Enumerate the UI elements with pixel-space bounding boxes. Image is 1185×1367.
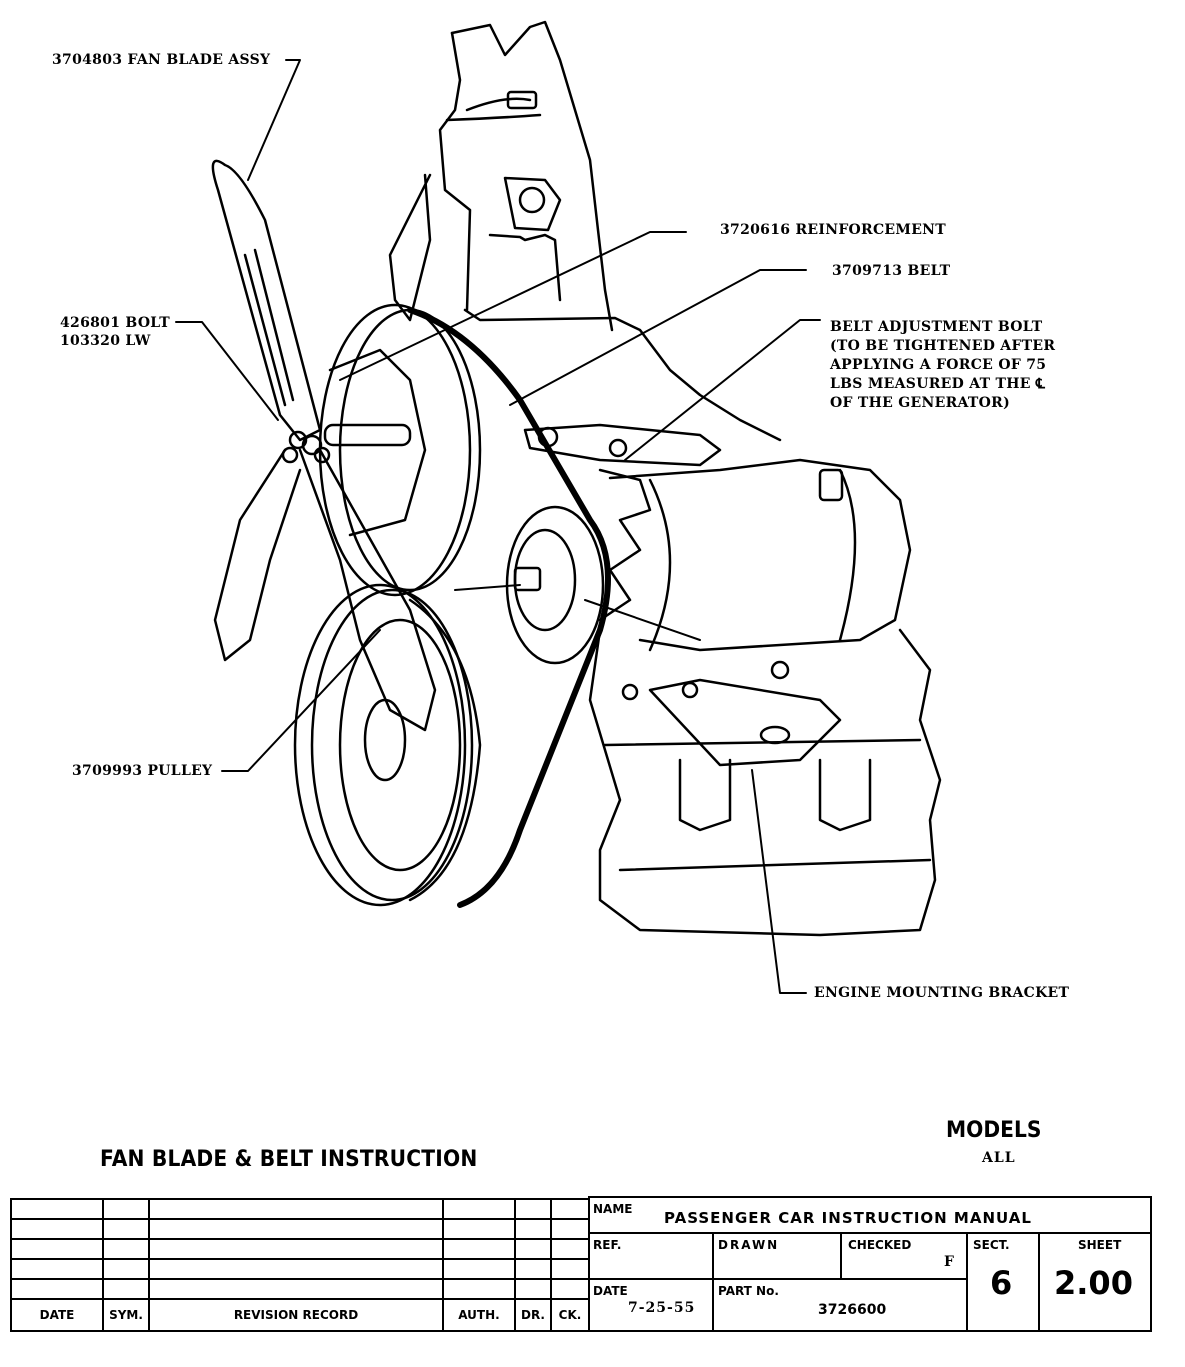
ref-label: REF. [593, 1238, 622, 1252]
belt-adjust-line-3: APPLYING A FORCE OF 75 [830, 357, 1047, 373]
revision-row [10, 1258, 590, 1280]
drive-belt [407, 307, 611, 908]
callout-pulley: 3709993 PULLEY [72, 763, 213, 779]
engine-fan-belt-drawing [175, 20, 942, 994]
drawn-label: DRAWN [718, 1238, 780, 1252]
section-cell: SECT. 6 [968, 1234, 1040, 1330]
name-cell: NAME PASSENGER CAR INSTRUCTION MANUAL [590, 1198, 1150, 1234]
date-cell: DATE 7-25-55 [590, 1280, 714, 1330]
crankshaft-pulley [293, 583, 482, 907]
belt-adjust-line-4: LBS MEASURED AT THE ℄ [830, 376, 1046, 392]
adjustment-bracket [523, 423, 722, 467]
ref-cell: REF. [590, 1234, 714, 1280]
header-date: DATE [10, 1298, 104, 1332]
upper-housing [438, 20, 782, 442]
sheet-value: 2.00 [1054, 1264, 1133, 1302]
callout-bolt: 426801 BOLT [60, 315, 171, 331]
checked-cell: CHECKED F [842, 1234, 968, 1280]
section-label: SECT. [973, 1238, 1010, 1252]
header-auth: AUTH. [442, 1298, 516, 1332]
generator [505, 458, 912, 665]
name-value: PASSENGER CAR INSTRUCTION MANUAL [664, 1209, 1032, 1227]
revision-row [10, 1218, 590, 1240]
callout-lock-washer: 103320 LW [60, 333, 151, 349]
fan-blade-assembly [211, 159, 437, 732]
callout-engine-mounting-bracket: ENGINE MOUNTING BRACKET [814, 985, 1070, 1001]
header-ck: CK. [550, 1298, 590, 1332]
revision-row [10, 1278, 590, 1300]
date-label: DATE [593, 1284, 628, 1298]
checked-value: F [944, 1254, 955, 1270]
sheet-label: SHEET [1078, 1238, 1122, 1252]
part-number-value: 3726600 [818, 1302, 887, 1318]
name-label: NAME [593, 1202, 633, 1216]
header-sym: SYM. [102, 1298, 150, 1332]
callout-belt: 3709713 BELT [832, 263, 951, 279]
section-value: 6 [990, 1264, 1013, 1302]
revision-header-row: DATE SYM. REVISION RECORD AUTH. DR. CK. [10, 1298, 590, 1332]
callout-reinforcement: 3720616 REINFORCEMENT [720, 222, 946, 238]
engine-block [588, 628, 942, 937]
drawn-cell: DRAWN [714, 1234, 842, 1280]
models-value: ALL [982, 1150, 1016, 1166]
callout-fan-blade-assy: 3704803 FAN BLADE ASSY [52, 52, 271, 68]
engine-mounting-bracket [621, 660, 842, 767]
part-number-label: PART No. [718, 1284, 779, 1298]
belt-adjust-line-1: BELT ADJUSTMENT BOLT [830, 319, 1043, 335]
belt-adjust-line-5: OF THE GENERATOR) [830, 395, 1010, 411]
bracket-plate [388, 173, 432, 322]
belt-adjust-line-2: (TO BE TIGHTENED AFTER [830, 338, 1056, 354]
water-pump-pulley [318, 303, 482, 597]
revision-record-table: DATE SYM. REVISION RECORD AUTH. DR. CK. [10, 1198, 590, 1332]
leader-lines [175, 59, 821, 994]
revision-row [10, 1198, 590, 1220]
drawing-title: FAN BLADE & BELT INSTRUCTION [100, 1147, 478, 1172]
models-label: MODELS [946, 1118, 1042, 1143]
checked-label: CHECKED [848, 1238, 912, 1252]
part-number-cell: PART No. 3726600 [714, 1280, 968, 1330]
title-block: NAME PASSENGER CAR INSTRUCTION MANUAL RE… [588, 1196, 1152, 1332]
sheet-cell: SHEET 2.00 [1040, 1234, 1150, 1330]
header-dr: DR. [514, 1298, 552, 1332]
revision-row [10, 1238, 590, 1260]
date-value: 7-25-55 [628, 1300, 696, 1316]
header-revision-record: REVISION RECORD [148, 1298, 444, 1332]
